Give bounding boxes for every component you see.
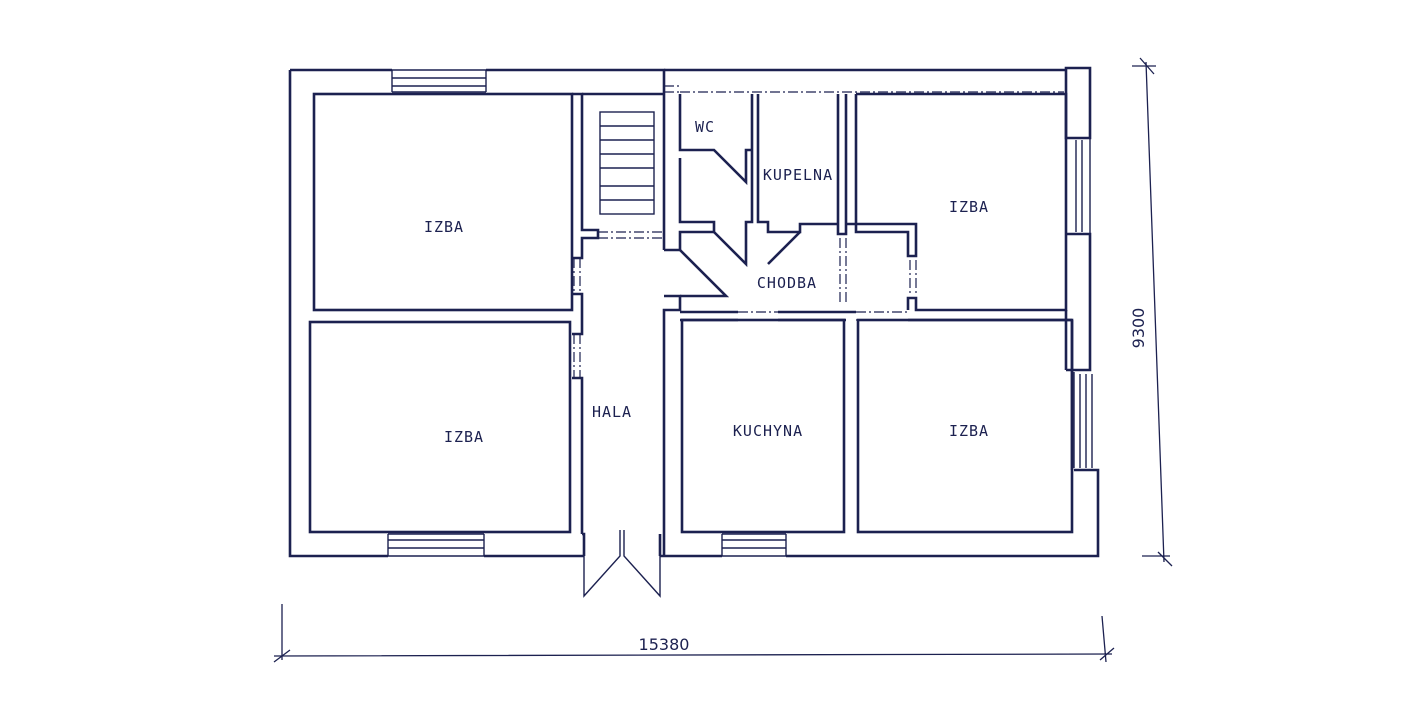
room-izba-bottom-left bbox=[308, 320, 572, 534]
window-top-left bbox=[391, 69, 487, 93]
label-izba-bottom-left: IZBA bbox=[444, 428, 484, 446]
center-partition bbox=[836, 94, 918, 304]
room-kuchyna bbox=[680, 318, 846, 534]
exterior-walls bbox=[288, 66, 1100, 558]
label-hala: HALA bbox=[592, 403, 632, 421]
label-kupelna: KUPELNA bbox=[763, 166, 833, 184]
room-izba-top-left bbox=[312, 92, 574, 312]
label-izba-top-left: IZBA bbox=[424, 218, 464, 236]
window-bottom-left bbox=[387, 533, 485, 557]
stair-well bbox=[582, 92, 664, 239]
left-partition bbox=[572, 92, 600, 534]
window-bottom-kitchen bbox=[721, 533, 787, 557]
dimension-width-value: 15380 bbox=[639, 635, 690, 654]
dimension-height: 9300 bbox=[1129, 57, 1173, 567]
room-izba-top-right bbox=[856, 92, 1068, 312]
dimension-width: 15380 bbox=[273, 604, 1115, 663]
hall-walls bbox=[582, 230, 714, 556]
label-kuchyna: KUCHYNA bbox=[733, 422, 803, 440]
bath-block bbox=[664, 85, 1064, 268]
label-izba-bottom-right: IZBA bbox=[949, 422, 989, 440]
right-wall-lower bbox=[908, 310, 1074, 470]
label-chodba: CHODBA bbox=[757, 274, 817, 292]
chodba-door bbox=[679, 249, 730, 298]
dimension-height-value: 9300 bbox=[1129, 308, 1148, 349]
entrance-door bbox=[583, 530, 661, 598]
label-wc: WC bbox=[695, 118, 715, 136]
label-izba-top-right: IZBA bbox=[949, 198, 989, 216]
